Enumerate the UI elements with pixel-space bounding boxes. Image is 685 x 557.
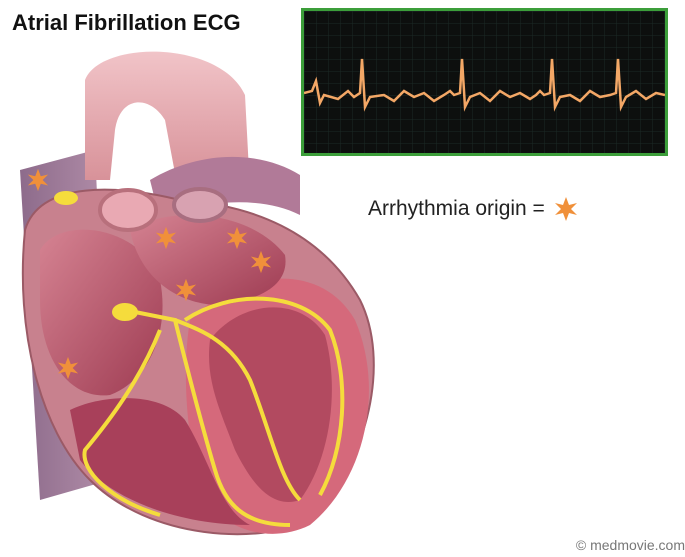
- heart-cross-section: [0, 30, 470, 557]
- av-node: [112, 303, 138, 321]
- pulmonary-valve: [174, 189, 226, 221]
- star-burst-icon: [553, 196, 579, 222]
- aortic-valve: [100, 190, 156, 230]
- copyright-credit: © medmovie.com: [576, 537, 685, 553]
- sa-node: [54, 191, 78, 205]
